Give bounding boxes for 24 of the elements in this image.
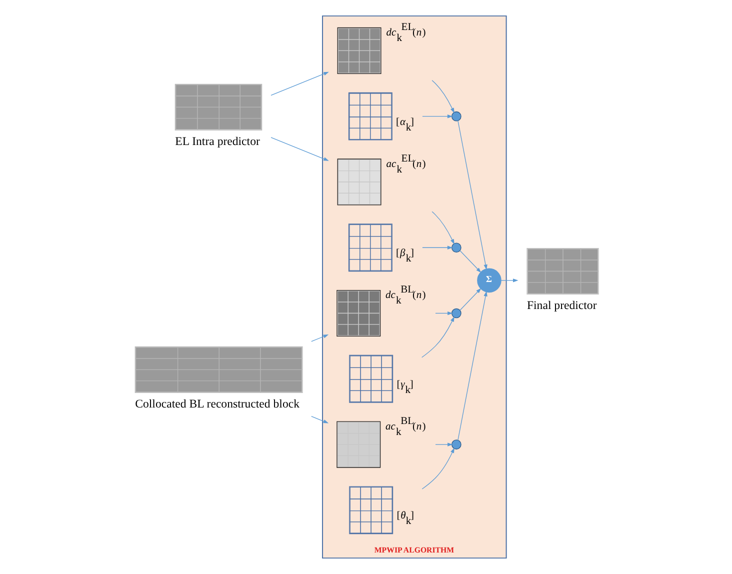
node-circle (451, 440, 461, 450)
arrow (270, 72, 328, 96)
arrow (457, 291, 487, 440)
arrow (270, 137, 328, 161)
node-circle (451, 111, 461, 122)
arrow (421, 448, 454, 490)
arrow (421, 316, 454, 358)
arrow (422, 114, 452, 118)
arrow (431, 211, 454, 244)
node-label: Collocated BL reconstructed block (134, 396, 299, 410)
node-label: Final predictor (526, 298, 596, 312)
arrow (457, 120, 487, 270)
node-label: EL Intra predictor (174, 134, 260, 148)
arrow (434, 311, 452, 316)
arrow (431, 80, 454, 114)
arrow (459, 250, 481, 273)
arrow (500, 278, 518, 282)
arrow (459, 288, 481, 311)
arrow (310, 334, 328, 342)
node-circle (451, 242, 461, 253)
node-circle (451, 308, 461, 318)
arrow (422, 246, 452, 250)
arrow (310, 416, 328, 424)
arrow (434, 442, 452, 446)
